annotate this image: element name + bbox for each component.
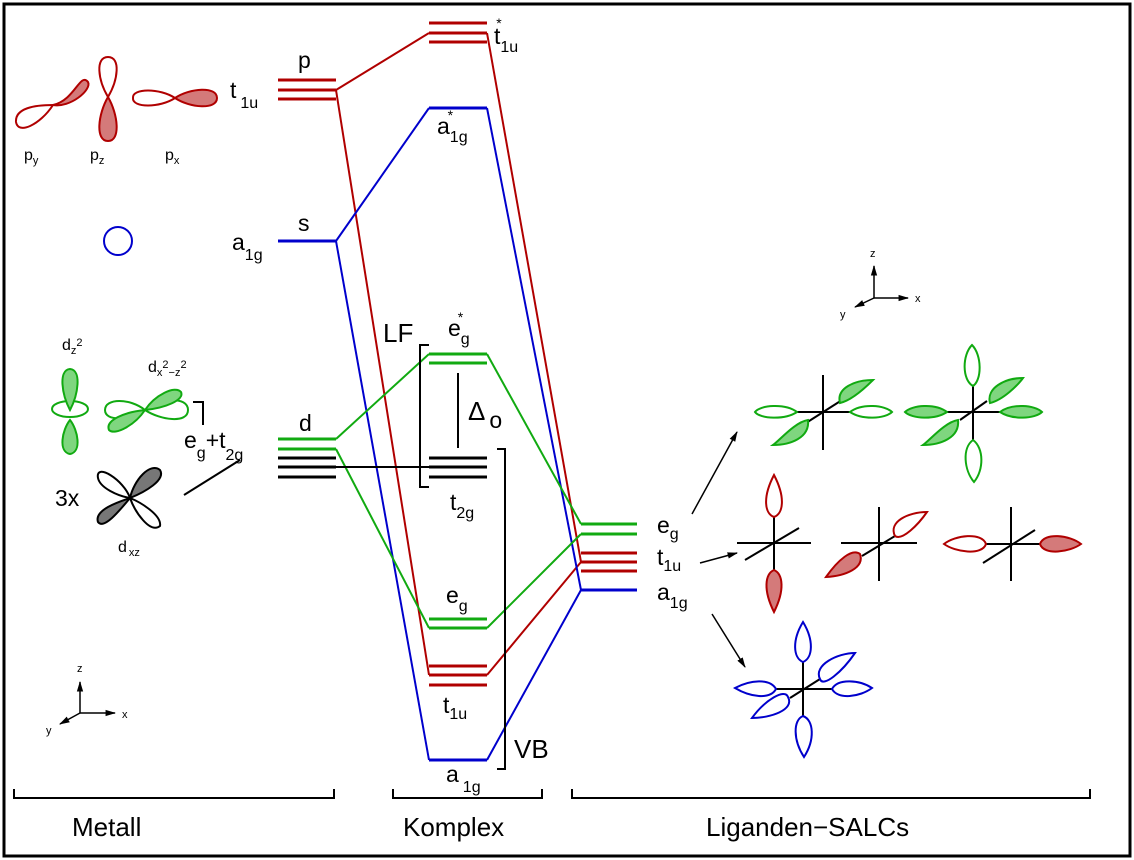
correlation-lines [335, 32, 582, 761]
bracket-complex [392, 789, 543, 799]
metal-p-symbol: p [298, 47, 311, 73]
line-eg-metal-bond [335, 448, 430, 629]
complex-t1u-label: t1u [443, 692, 467, 723]
metal-d-levels [278, 437, 336, 479]
section-ligand: Liganden−SALCs [706, 812, 909, 842]
dxz-connector [183, 459, 241, 496]
vb-bracket [497, 448, 506, 770]
line-a1g-lig-bond [486, 589, 582, 761]
complex-a1g-star-label: a1g* [437, 107, 468, 146]
metal-axes [59, 680, 117, 725]
line-eg-metal-antibond [335, 353, 430, 440]
label-dx2z2: dx2−z2 [148, 359, 187, 379]
salc-t1u-x [942, 507, 1083, 581]
label-pz: pz [90, 147, 104, 167]
vb-label: VB [514, 734, 549, 764]
ligand-arrows [691, 431, 746, 668]
metal-d-symbol: d [299, 410, 312, 436]
ligand-eg-label: eg [657, 512, 679, 543]
complex-t1u [429, 664, 487, 687]
complex-t2g [429, 456, 487, 479]
metal-axis-z: z [77, 663, 83, 675]
salc-t1u-z [737, 472, 811, 615]
complex-eg-label: eg [446, 582, 468, 615]
orbital-py [14, 78, 90, 129]
line-a1g-lig-antibond [486, 107, 582, 591]
ligand-a1g-label: a1g [657, 579, 688, 612]
metal-p-levels [278, 78, 336, 101]
ligand-t1u-label: t1u [657, 544, 681, 575]
bracket-ligand [571, 789, 1091, 799]
complex-t2g-label: t2g [450, 489, 474, 522]
bracket-eg [193, 401, 204, 425]
orbital-dx2-z2 [103, 388, 190, 433]
orbital-pz [98, 55, 118, 143]
line-eg-lig-bond [486, 533, 582, 629]
orbital-dxz [96, 467, 163, 529]
ligand-axis-x: x [915, 293, 921, 305]
metal-axis-x: x [122, 709, 128, 721]
lf-label: LF [383, 318, 413, 348]
salc-a1g [732, 620, 874, 759]
salc-t1u-y [823, 507, 929, 581]
line-t1u-lig-bond [486, 561, 582, 676]
metal-s-symbol: s [298, 210, 310, 236]
label-3x: 3x [55, 485, 80, 511]
ligand-axes [854, 264, 910, 308]
complex-t1u-star [429, 21, 487, 44]
orbital-dz2 [51, 367, 89, 456]
line-a1g-metal-bond [335, 240, 430, 761]
salc-eg-1 [753, 375, 894, 450]
section-complex: Komplex [403, 812, 504, 842]
arrow-t1u [699, 552, 739, 564]
complex-a1g-label: a1g [446, 761, 481, 796]
section-metal: Metall [72, 812, 141, 842]
line-a1g-metal-antibond [335, 107, 430, 242]
ligand-eg-levels [581, 522, 637, 536]
orbital-px [132, 88, 219, 108]
ligand-axis-y: y [840, 309, 846, 321]
line-t1u-metal-bond [335, 89, 430, 676]
line-t1u-lig-antibond [486, 32, 582, 563]
line-eg-lig-antibond [486, 353, 582, 525]
label-dz2: dz2 [62, 337, 83, 357]
complex-t1u-star-label: t1u* [494, 15, 518, 56]
label-px: px [165, 147, 180, 167]
label-eg-t2g: eg+t2g [184, 427, 243, 464]
bracket-metal [13, 789, 335, 799]
arrow-a1g [711, 613, 746, 668]
metal-axis-y: y [46, 725, 52, 737]
metal-t1u-label: t1u [230, 77, 258, 112]
orbital-s [103, 226, 133, 256]
metal-a1g-label: a1g [232, 229, 263, 264]
ligand-t1u-levels [581, 551, 637, 573]
complex-eg-star-label: eg* [448, 309, 470, 348]
salc-eg-2 [903, 343, 1044, 484]
ligand-axis-z: z [870, 248, 876, 260]
line-t1u-metal-antibond [335, 32, 430, 91]
arrow-eg [691, 431, 738, 515]
lf-bracket [419, 344, 429, 488]
complex-eg [429, 617, 487, 630]
complex-eg-star [429, 352, 487, 365]
label-py: py [24, 147, 39, 167]
